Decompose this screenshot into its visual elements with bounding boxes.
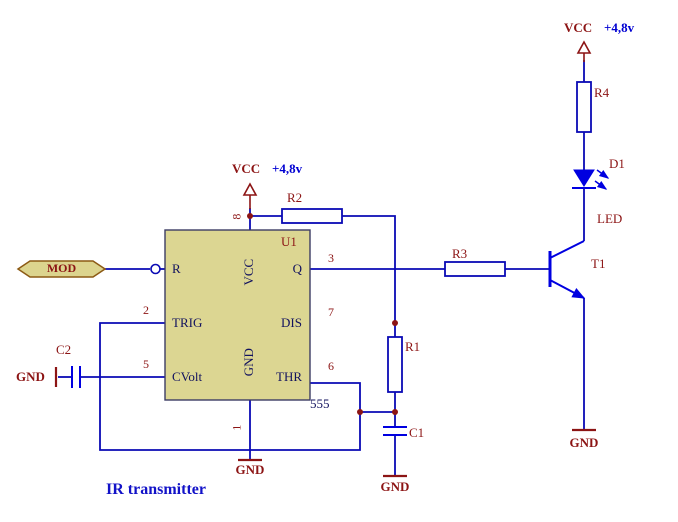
pin-name-trig: TRIG (172, 315, 203, 330)
pin-name-gnd: GND (240, 348, 256, 377)
pin-num-8: 8 (229, 213, 244, 220)
vcc-arrow-center-icon (242, 182, 258, 209)
mod-port-label: MOD (46, 261, 77, 275)
pin-num-1: 1 (229, 424, 244, 431)
resistor-r2-body (281, 208, 343, 224)
pin-name-dis: DIS (281, 315, 302, 330)
pin-name-vcc: VCC (240, 258, 256, 286)
led-d1-symbol (572, 169, 610, 190)
vcc-center-value: +4,8v (272, 161, 303, 176)
ic-part-number: 555 (310, 396, 330, 411)
pin-name-thr: THR (276, 369, 302, 384)
pin-name-cvolt: CVolt (172, 369, 203, 384)
r3-designator: R3 (452, 246, 468, 261)
pin-num-7: 7 (328, 305, 334, 319)
led-label: LED (597, 211, 623, 226)
capacitor-c1 (383, 426, 407, 436)
pin-num-3: 3 (328, 251, 334, 265)
gnd-c1-label: GND (380, 479, 410, 494)
junction-dots (247, 213, 398, 415)
ic-555-body (164, 229, 311, 401)
vcc-center-label: VCC (232, 161, 261, 176)
capacitor-c2 (71, 366, 81, 388)
c1-designator: C1 (409, 425, 425, 440)
transistor-t1-symbol (548, 240, 586, 299)
reset-inversion-bubble-icon (150, 263, 161, 275)
gnd-right-label: GND (569, 435, 599, 450)
pin-num-6: 6 (328, 359, 334, 373)
c2-designator: C2 (56, 342, 72, 357)
ic-designator: U1 (281, 234, 297, 249)
t1-designator: T1 (591, 256, 606, 271)
r1-designator: R1 (405, 339, 421, 354)
resistor-r3-body (444, 261, 506, 277)
vcc-right-value: +4,8v (604, 20, 635, 35)
mod-port-shape (16, 260, 107, 278)
d1-designator: D1 (609, 156, 625, 171)
pin-num-5: 5 (143, 357, 149, 371)
gnd-left-label: GND (16, 369, 45, 384)
vcc-right-label: VCC (564, 20, 593, 35)
r2-designator: R2 (287, 190, 303, 205)
resistor-r1-body (387, 336, 403, 393)
pin-name-q: Q (292, 261, 302, 276)
pin-name-r: R (172, 261, 181, 276)
pin-num-2: 2 (143, 303, 149, 317)
vcc-arrow-right-icon (576, 40, 592, 62)
r4-designator: R4 (594, 85, 610, 100)
resistor-r4-body (576, 81, 592, 133)
schematic-title: IR transmitter (106, 481, 206, 498)
gnd-ic-label: GND (235, 462, 265, 477)
